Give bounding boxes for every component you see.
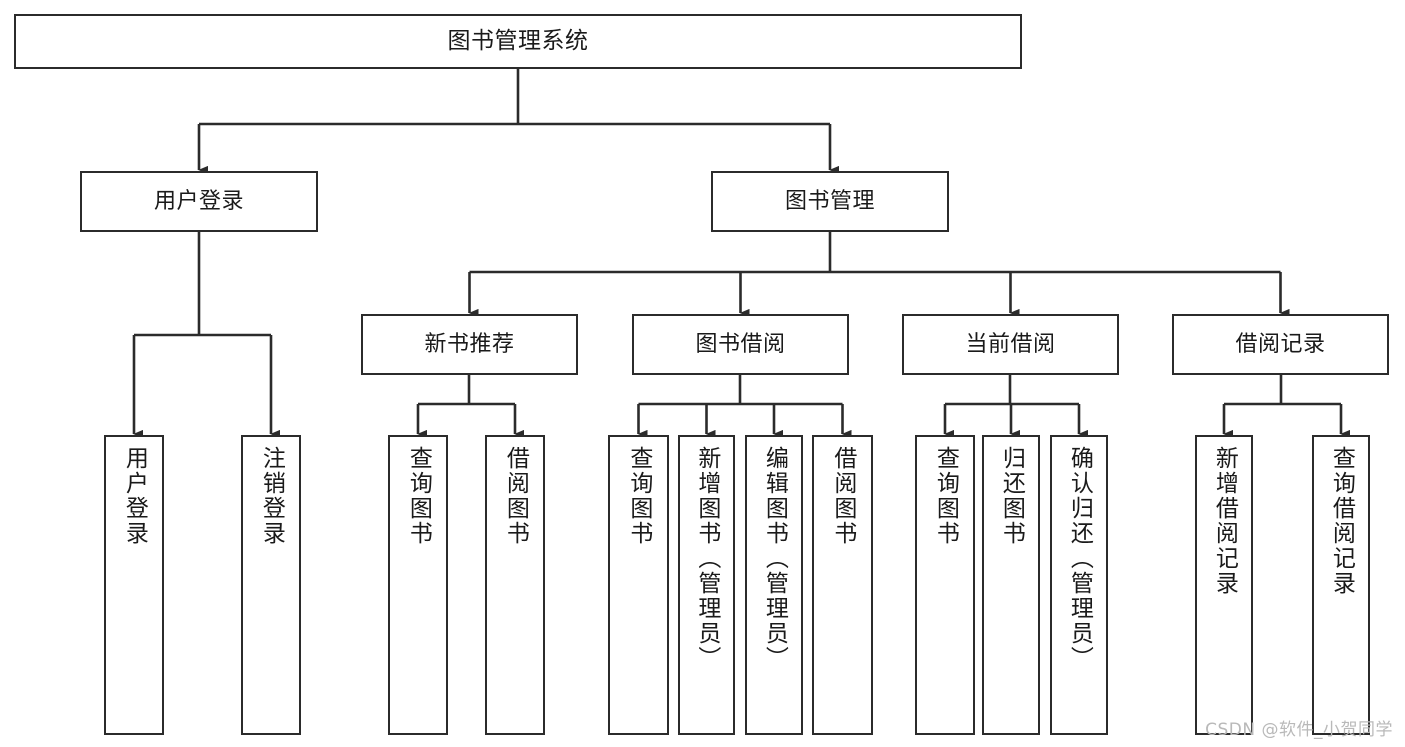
- node-leaf-add-borrow-record[interactable]: 新增借阅记录: [1195, 435, 1253, 735]
- node-label: 借阅图书: [502, 446, 529, 546]
- node-label: 用户登录: [121, 446, 148, 546]
- node-label: 当前借阅: [965, 331, 1056, 357]
- node-label: 注销登录: [258, 446, 285, 546]
- node-label: 查询图书: [405, 446, 432, 546]
- node-leaf-return-book[interactable]: 归还图书: [982, 435, 1040, 735]
- connector-lines: [132, 69, 1351, 439]
- node-label: 查询图书: [932, 446, 959, 546]
- node-label: 新增借阅记录: [1211, 446, 1238, 596]
- node-user-login[interactable]: 用户登录: [80, 171, 318, 232]
- node-root[interactable]: 图书管理系统: [14, 14, 1022, 69]
- node-label: 借阅记录: [1235, 331, 1326, 357]
- node-label: 编辑图书（管理员）: [761, 446, 788, 671]
- node-label: 新书推荐: [424, 331, 515, 357]
- node-borrow-record[interactable]: 借阅记录: [1172, 314, 1389, 375]
- node-leaf-query-book-current[interactable]: 查询图书: [915, 435, 975, 735]
- node-label: 图书管理系统: [447, 27, 589, 54]
- node-leaf-query-book-recommend[interactable]: 查询图书: [388, 435, 448, 735]
- node-leaf-query-borrow-record[interactable]: 查询借阅记录: [1312, 435, 1370, 735]
- node-leaf-confirm-return[interactable]: 确认归还（管理员）: [1050, 435, 1108, 735]
- node-label: 图书借阅: [695, 331, 786, 357]
- node-leaf-borrow-book-recommend[interactable]: 借阅图书: [485, 435, 545, 735]
- node-label: 借阅图书: [829, 446, 856, 546]
- watermark-text: CSDN @软件_小贺同学: [1205, 720, 1393, 740]
- node-current-borrow[interactable]: 当前借阅: [902, 314, 1119, 375]
- node-label: 图书管理: [784, 188, 875, 214]
- node-book-manage[interactable]: 图书管理: [711, 171, 949, 232]
- node-leaf-edit-book[interactable]: 编辑图书（管理员）: [745, 435, 803, 735]
- node-leaf-logout[interactable]: 注销登录: [241, 435, 301, 735]
- node-leaf-add-book[interactable]: 新增图书（管理员）: [678, 435, 735, 735]
- node-label: 查询图书: [625, 446, 652, 546]
- node-label: 查询借阅记录: [1328, 446, 1355, 596]
- node-leaf-borrow-book[interactable]: 借阅图书: [812, 435, 873, 735]
- node-label: 归还图书: [998, 446, 1025, 546]
- node-leaf-query-book-borrow[interactable]: 查询图书: [608, 435, 669, 735]
- node-leaf-user-login[interactable]: 用户登录: [104, 435, 164, 735]
- node-book-borrow[interactable]: 图书借阅: [632, 314, 849, 375]
- node-label: 新增图书（管理员）: [693, 446, 720, 671]
- node-label: 用户登录: [153, 188, 244, 214]
- node-label: 确认归还（管理员）: [1066, 446, 1093, 671]
- node-new-book-recommend[interactable]: 新书推荐: [361, 314, 578, 375]
